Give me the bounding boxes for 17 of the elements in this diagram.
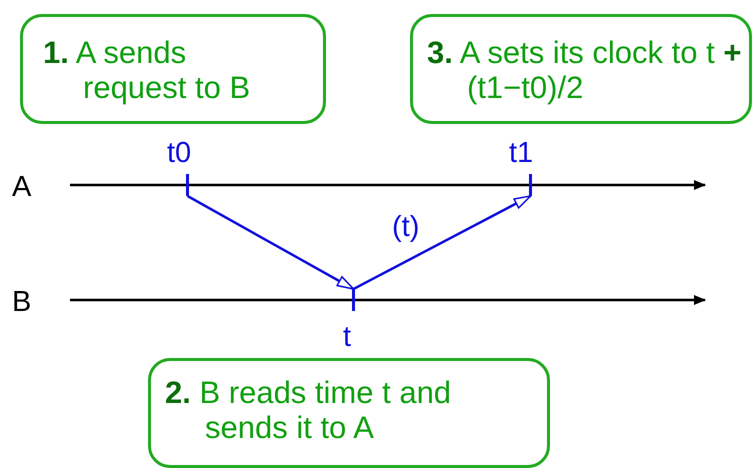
time-tick — [352, 289, 355, 311]
step-text: 2. B reads time t and sends it to A — [165, 375, 452, 445]
step-callout-box — [148, 358, 550, 468]
time-tick — [186, 174, 189, 196]
message-arrow — [352, 194, 532, 290]
process-label: B — [12, 287, 32, 317]
message-arrow — [186, 194, 354, 290]
time-tick — [529, 174, 532, 196]
step-callout-box — [20, 14, 326, 124]
step-text: 1. A sends request to B — [43, 35, 252, 105]
time-label: t1 — [509, 138, 534, 168]
step-callout-box — [410, 14, 752, 124]
edge-label: (t) — [392, 212, 420, 242]
time-label: t — [343, 322, 352, 352]
time-label: t0 — [167, 138, 192, 168]
step-text: 3. A sets its clock to t + (t1−t0)/2 — [427, 35, 742, 105]
process-label: A — [12, 172, 32, 202]
